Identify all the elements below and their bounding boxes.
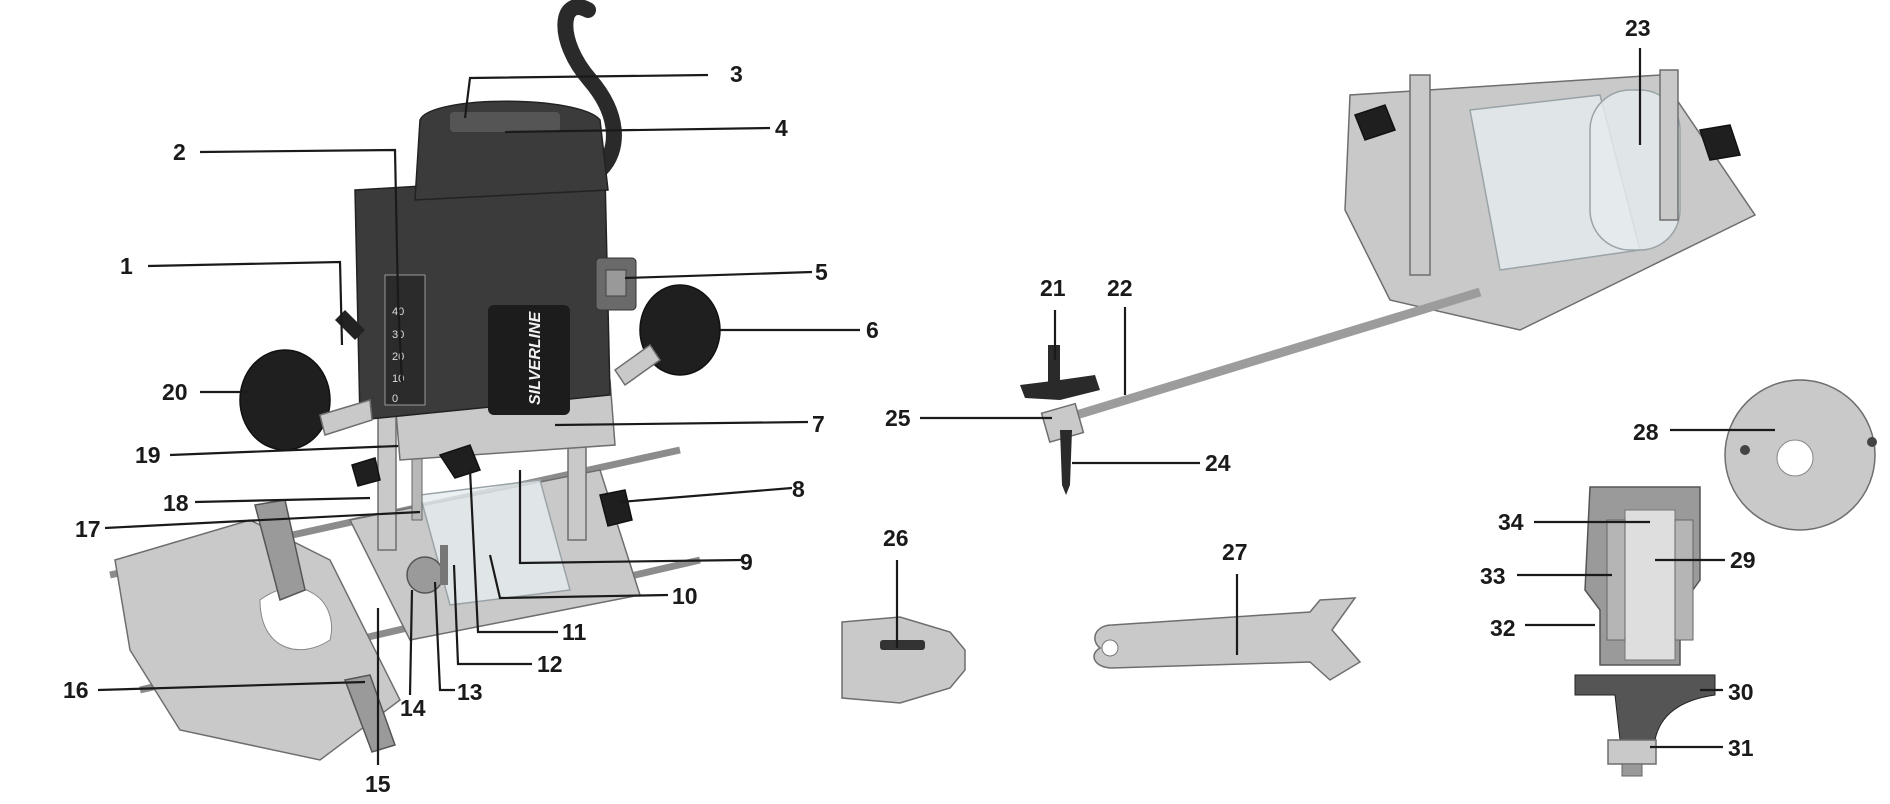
callout-label-17: 17 <box>75 516 101 542</box>
bit-cross-section <box>1574 486 1716 777</box>
callout-label-21: 21 <box>1040 275 1066 301</box>
callout-label-29: 29 <box>1730 547 1756 573</box>
callout-label-31: 31 <box>1728 735 1754 761</box>
callout-label-27: 27 <box>1222 539 1248 565</box>
callout-label-16: 16 <box>63 677 89 703</box>
trammel-rod <box>1058 287 1482 425</box>
callout-label-8: 8 <box>792 476 805 502</box>
depth-scale-mark: 20 <box>392 351 404 363</box>
callout-label-6: 6 <box>866 317 879 343</box>
spanner-illustration <box>1093 597 1362 681</box>
callout-label-9: 9 <box>740 549 753 575</box>
knob-rod-lock <box>351 457 381 487</box>
callout-label-15: 15 <box>365 771 391 797</box>
callout-label-34: 34 <box>1498 509 1524 535</box>
locking-lever <box>335 310 365 340</box>
depth-scale <box>384 274 426 406</box>
callout-label-20: 20 <box>162 379 188 405</box>
callout-label-23: 23 <box>1625 15 1651 41</box>
callout-label-18: 18 <box>163 490 189 516</box>
callout-label-32: 32 <box>1490 615 1516 641</box>
dust-extraction-spout <box>1589 89 1681 251</box>
centre-pin <box>1060 430 1072 495</box>
brand-plate <box>488 305 570 415</box>
turret-stop <box>406 556 444 594</box>
leader-lines <box>97 48 1775 765</box>
bearing <box>1607 739 1657 765</box>
callout-label-2: 2 <box>173 139 186 165</box>
callout-label-13: 13 <box>457 679 483 705</box>
brand-text: SILVERLINE <box>527 310 544 405</box>
callout-label-14: 14 <box>400 695 426 721</box>
callout-label-12: 12 <box>537 651 563 677</box>
side-fence <box>114 519 401 761</box>
callout-label-5: 5 <box>815 259 828 285</box>
callout-label-10: 10 <box>672 583 698 609</box>
callout-label-22: 22 <box>1107 275 1133 301</box>
power-cord <box>557 0 622 178</box>
template-guide-illustration <box>1724 379 1877 531</box>
callout-label-3: 3 <box>730 61 743 87</box>
callout-label-26: 26 <box>883 525 909 551</box>
callout-label-11: 11 <box>562 619 587 645</box>
callout-label-28: 28 <box>1633 419 1659 445</box>
router-bit-cutter <box>1574 674 1716 741</box>
callout-label-1: 1 <box>120 253 133 279</box>
depth-scale-mark: 30 <box>392 329 404 341</box>
callout-label-4: 4 <box>775 115 788 141</box>
handle-left <box>239 349 331 451</box>
callout-label-19: 19 <box>135 442 161 468</box>
depth-scale-mark: 0 <box>392 393 398 405</box>
callout-label-30: 30 <box>1728 679 1754 705</box>
knob-depth-lock <box>438 444 481 479</box>
callout-label-33: 33 <box>1480 563 1506 589</box>
knob-fence-lock <box>599 489 633 527</box>
callout-label-25: 25 <box>885 405 911 431</box>
callout-label-24: 24 <box>1205 450 1231 476</box>
collet-illustration <box>841 616 966 704</box>
callout-label-7: 7 <box>812 411 825 437</box>
trammel-and-base-illustration <box>1020 69 1757 495</box>
